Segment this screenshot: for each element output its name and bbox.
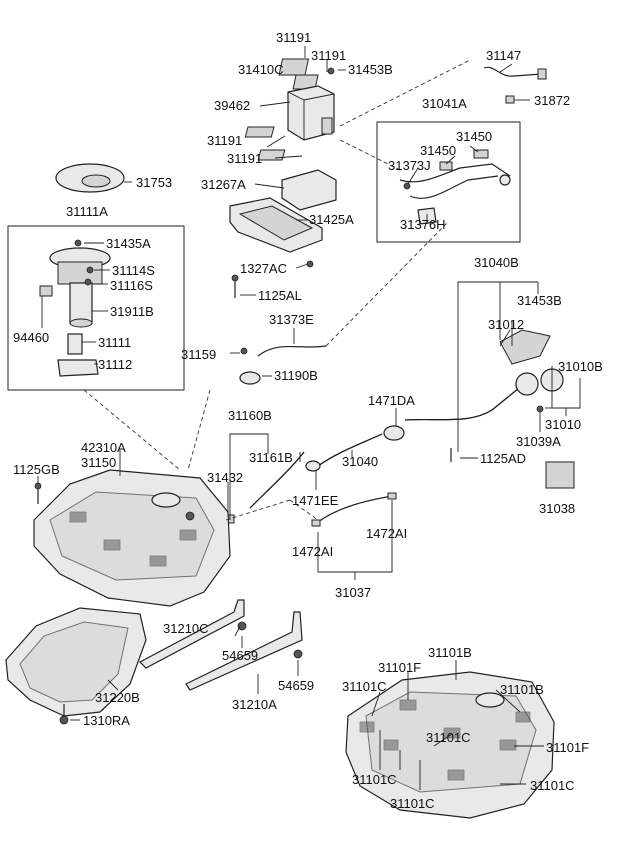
label-39462: 39462 bbox=[214, 98, 250, 113]
label-31111A: 31111A bbox=[66, 204, 108, 219]
label-31116S: 31116S bbox=[110, 278, 153, 293]
label-31010: 31010 bbox=[545, 417, 581, 432]
label-31220B: 31220B bbox=[95, 690, 140, 705]
fuel-pump-module-box bbox=[7, 225, 185, 391]
leader-lines bbox=[37, 46, 581, 790]
label-31101F: 31101F bbox=[546, 740, 589, 755]
tank-under-cover bbox=[5, 607, 147, 725]
label-31101B: 31101B bbox=[500, 682, 544, 697]
valve-assembly-box bbox=[376, 121, 521, 243]
tank-straps bbox=[139, 599, 303, 691]
label-31114S: 31114S bbox=[112, 263, 155, 278]
fuel-pump-module bbox=[39, 239, 111, 377]
label-31376H: 31376H bbox=[400, 217, 446, 232]
label-31190B: 31190B bbox=[274, 368, 318, 383]
label-31040: 31040 bbox=[342, 454, 378, 469]
label-31012: 31012 bbox=[488, 317, 524, 332]
label-31101C: 31101C bbox=[352, 772, 397, 787]
label-31101F: 31101F bbox=[378, 660, 421, 675]
label-31159: 31159 bbox=[181, 347, 216, 362]
vapor-hose-31037 bbox=[311, 492, 397, 527]
label-31191: 31191 bbox=[227, 151, 262, 166]
label-31041A: 31041A bbox=[422, 96, 467, 111]
label-31210C: 31210C bbox=[163, 621, 209, 636]
label-31160B: 31160B bbox=[228, 408, 272, 423]
label-31101C: 31101C bbox=[342, 679, 387, 694]
label-31753: 31753 bbox=[136, 175, 172, 190]
label-1125AL: 1125AL bbox=[258, 288, 302, 303]
label-31450: 31450 bbox=[456, 129, 492, 144]
dashed-reference-lines bbox=[83, 59, 471, 521]
label-31150: 31150 bbox=[81, 455, 116, 470]
label-31191: 31191 bbox=[311, 48, 346, 63]
label-31112: 31112 bbox=[98, 357, 132, 372]
label-31210A: 31210A bbox=[232, 697, 277, 712]
label-31267A: 31267A bbox=[201, 177, 246, 192]
label-31435A: 31435A bbox=[106, 236, 151, 251]
part-labels: 31191 31191 31410C 31453B 39462 31147 31… bbox=[13, 30, 603, 811]
label-1125GB: 1125GB bbox=[13, 462, 60, 477]
label-31111: 31111 bbox=[98, 335, 131, 350]
label-94460: 94460 bbox=[13, 330, 49, 345]
label-31191: 31191 bbox=[207, 133, 242, 148]
label-1471DA: 1471DA bbox=[368, 393, 415, 408]
label-1472AI: 1472AI bbox=[292, 544, 333, 559]
label-31425A: 31425A bbox=[309, 212, 354, 227]
label-31453B: 31453B bbox=[517, 293, 562, 308]
label-31101C: 31101C bbox=[530, 778, 575, 793]
label-31410C: 31410C bbox=[238, 62, 284, 77]
canister-assembly bbox=[244, 58, 337, 211]
label-31147: 31147 bbox=[486, 48, 521, 63]
fuel-tank-assembly bbox=[345, 671, 555, 819]
label-31039A: 31039A bbox=[516, 434, 561, 449]
label-31373E: 31373E bbox=[269, 312, 314, 327]
label-31911B: 31911B bbox=[110, 304, 154, 319]
label-54659: 54659 bbox=[278, 678, 314, 693]
valve-assembly bbox=[399, 149, 511, 225]
label-31161B: 31161B bbox=[249, 450, 293, 465]
label-31010B: 31010B bbox=[558, 359, 603, 374]
canister-bracket bbox=[229, 197, 323, 298]
filler-neck-assembly bbox=[383, 329, 575, 489]
label-31037: 31037 bbox=[335, 585, 371, 600]
filler-hose bbox=[305, 433, 383, 472]
label-1472AI: 1472AI bbox=[366, 526, 407, 541]
label-1327AC: 1327AC bbox=[240, 261, 287, 276]
fuel-tank bbox=[33, 469, 231, 607]
label-31373J: 31373J bbox=[388, 158, 431, 173]
label-31432: 31432 bbox=[207, 470, 243, 485]
label-31450: 31450 bbox=[420, 143, 456, 158]
label-31040B: 31040B bbox=[474, 255, 519, 270]
label-31038: 31038 bbox=[539, 501, 575, 516]
label-31101B: 31101B bbox=[428, 645, 472, 660]
label-31101C: 31101C bbox=[390, 796, 435, 811]
label-31191: 31191 bbox=[276, 30, 311, 45]
label-31101C: 31101C bbox=[426, 730, 471, 745]
label-54659: 54659 bbox=[222, 648, 258, 663]
label-1125AD: 1125AD bbox=[480, 451, 526, 466]
label-1310RA: 1310RA bbox=[83, 713, 130, 728]
label-1471EE: 1471EE bbox=[292, 493, 339, 508]
label-31872: 31872 bbox=[534, 93, 570, 108]
label-42310A: 42310A bbox=[81, 440, 126, 455]
label-31453B: 31453B bbox=[348, 62, 393, 77]
vent-hose bbox=[239, 345, 327, 385]
vapor-hose-assembly bbox=[483, 66, 547, 104]
